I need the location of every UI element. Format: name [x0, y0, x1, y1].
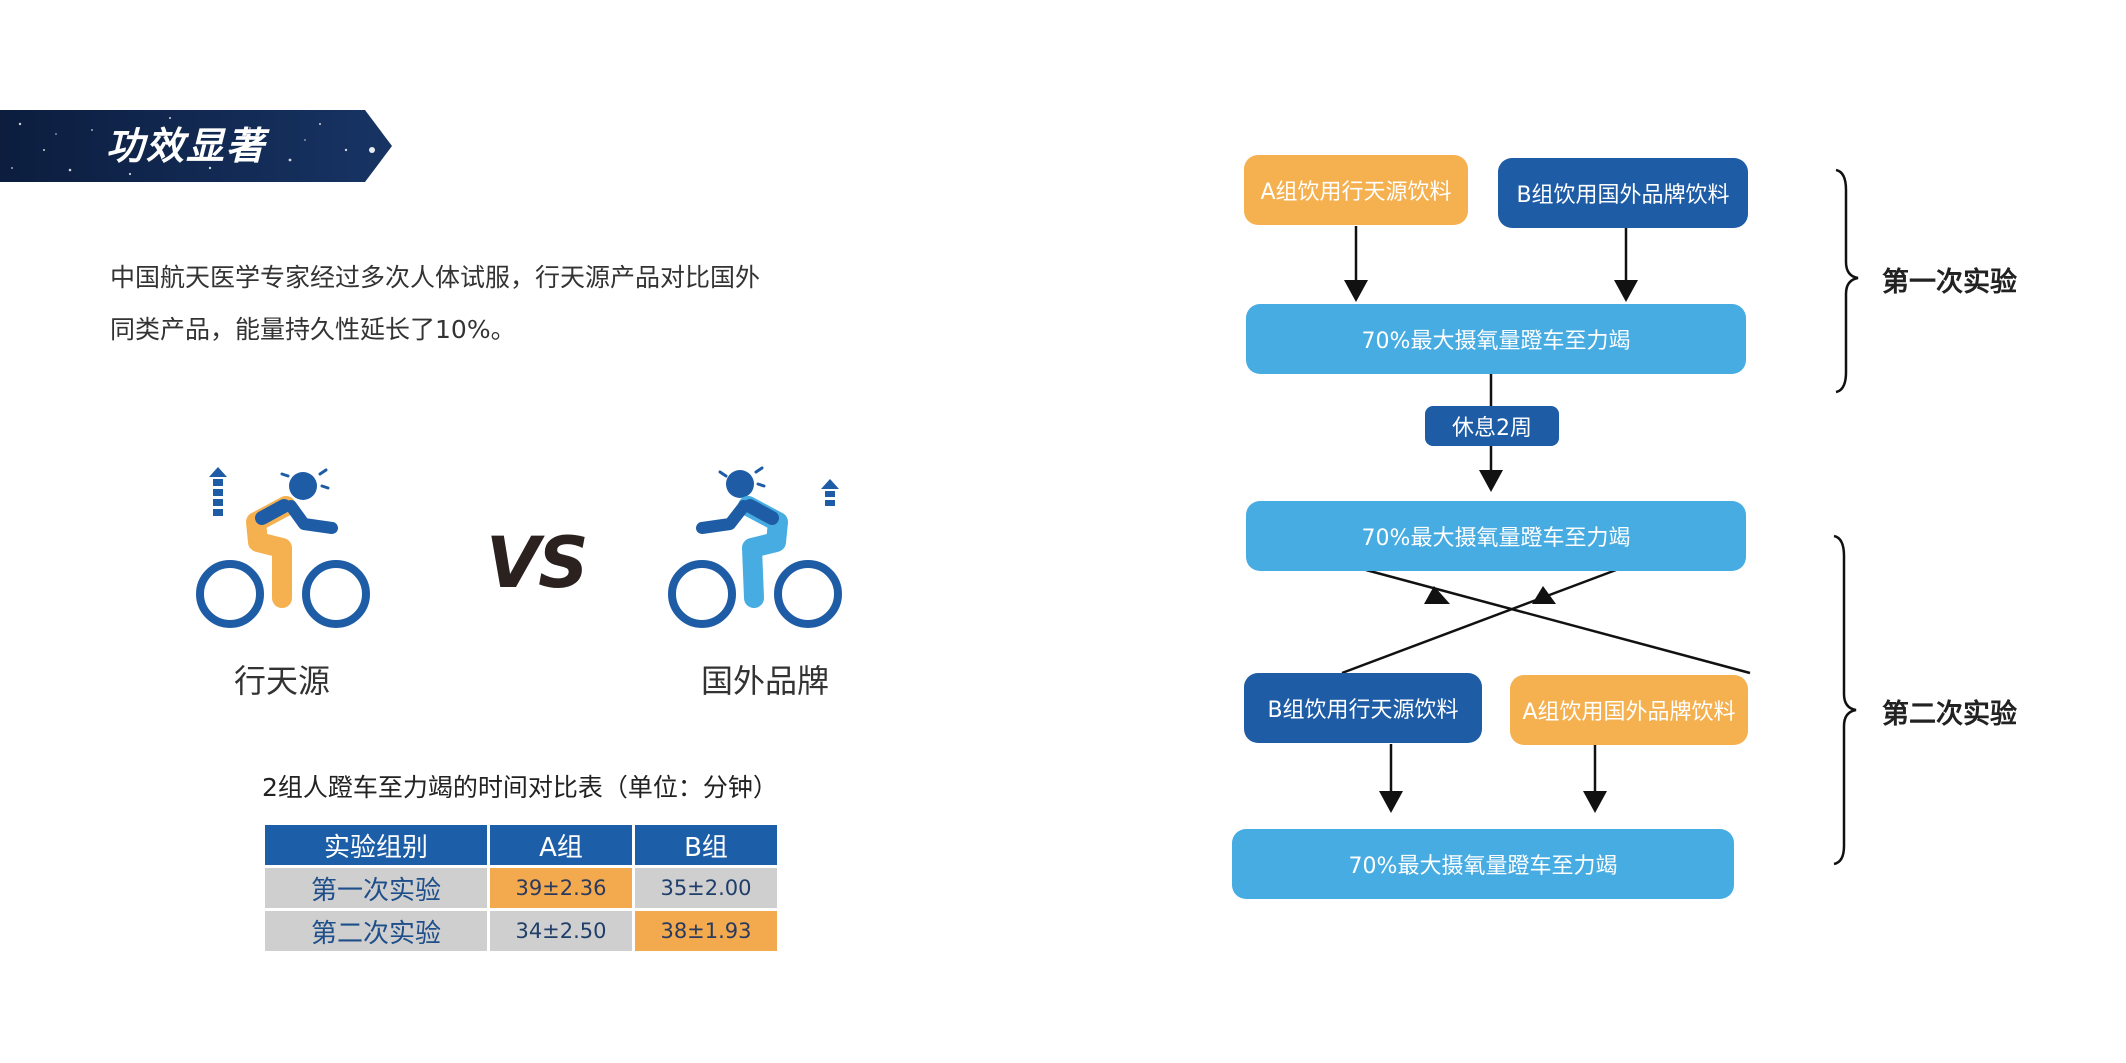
table-row: 第二次实验 34±2.50 38±1.93 — [265, 911, 777, 951]
flow-box-rest: 休息2周 — [1425, 406, 1559, 446]
starfield-banner-background — [0, 110, 392, 182]
phase-label-first: 第一次实验 — [1882, 267, 2017, 298]
table-cell-a: 39±2.36 — [490, 868, 632, 908]
cross-line-2 — [1341, 568, 1617, 675]
flow-box-b-foreign: B组饮用国外品牌饮料 — [1498, 158, 1748, 228]
intro-text: 中国航天医学专家经过多次人体试服，行天源产品对比国外 同类产品，能量持久性延长了… — [110, 252, 830, 356]
table-cell-a: 34±2.50 — [490, 911, 632, 951]
table-header-row: 实验组别 A组 B组 — [265, 825, 777, 865]
vs-label: VS — [486, 522, 589, 604]
cross-line-1 — [1365, 568, 1751, 675]
table-row: 第一次实验 39±2.36 35±2.00 — [265, 868, 777, 908]
table-row-label: 第二次实验 — [265, 911, 487, 951]
section-banner: 功效显著 — [0, 110, 392, 182]
intro-line-1: 中国航天医学专家经过多次人体试服，行天源产品对比国外 — [110, 263, 761, 292]
intro-line-2: 同类产品，能量持久性延长了10%。 — [110, 315, 516, 344]
table-cell-b: 38±1.93 — [635, 911, 777, 951]
table-header-a: A组 — [490, 825, 632, 865]
phase-label-second: 第二次实验 — [1882, 699, 2017, 730]
flow-box-test-1: 70%最大摄氧量蹬车至力竭 — [1246, 304, 1746, 374]
table-header-group: 实验组别 — [265, 825, 487, 865]
table-cell-b: 35±2.00 — [635, 868, 777, 908]
table-header-b: B组 — [635, 825, 777, 865]
flow-box-test-3: 70%最大摄氧量蹬车至力竭 — [1232, 829, 1734, 899]
cyclist-icon-foreign — [664, 462, 854, 632]
flow-box-b-domestic: B组饮用行天源饮料 — [1244, 673, 1482, 743]
table-row-label: 第一次实验 — [265, 868, 487, 908]
flow-box-test-2: 70%最大摄氧量蹬车至力竭 — [1246, 501, 1746, 571]
label-foreign-brand: 国外品牌 — [700, 662, 829, 700]
comparison-table: 实验组别 A组 B组 第一次实验 39±2.36 35±2.00 第二次实验 3… — [262, 822, 780, 954]
flow-box-a-foreign: A组饮用国外品牌饮料 — [1510, 675, 1748, 745]
brace-phase-1 — [1835, 168, 1859, 394]
brace-phase-2 — [1833, 534, 1857, 866]
cyclist-icon-domestic — [186, 462, 376, 632]
table-title: 2组人蹬车至力竭的时间对比表（单位：分钟） — [262, 773, 778, 802]
label-domestic-brand: 行天源 — [233, 662, 330, 700]
flow-box-a-domestic: A组饮用行天源饮料 — [1244, 155, 1468, 225]
section-title: 功效显著 — [106, 124, 267, 168]
